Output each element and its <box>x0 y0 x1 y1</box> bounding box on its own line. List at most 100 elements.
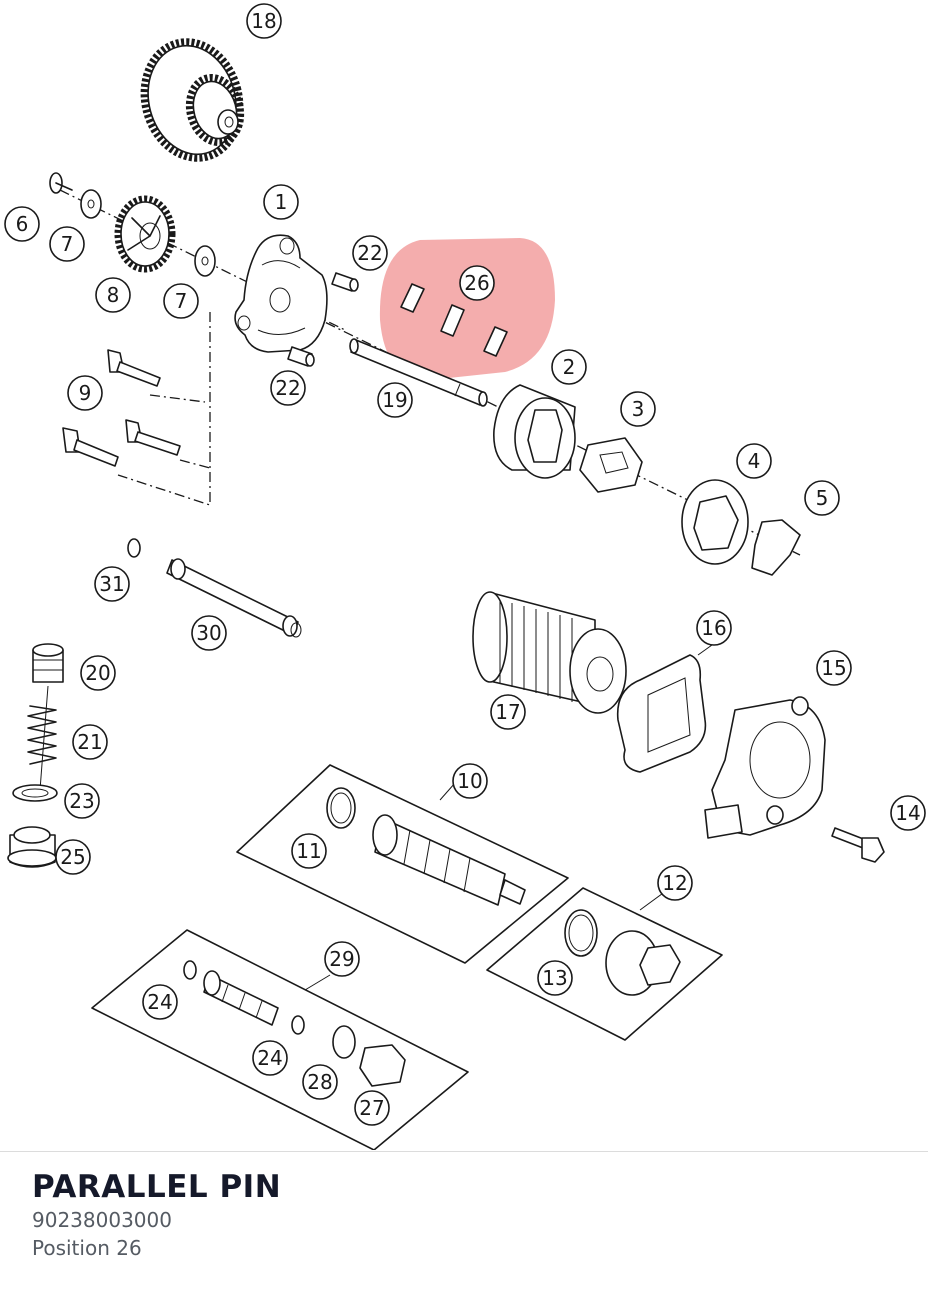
svg-text:7: 7 <box>175 289 188 313</box>
svg-text:16: 16 <box>701 616 726 640</box>
svg-text:22: 22 <box>357 241 382 265</box>
callout-30[interactable]: 30 <box>191 615 227 651</box>
svg-text:12: 12 <box>662 871 687 895</box>
svg-text:5: 5 <box>816 486 829 510</box>
svg-text:17: 17 <box>495 700 520 724</box>
rotor-5 <box>751 519 801 576</box>
sleeve-22-top <box>331 272 359 292</box>
svg-text:25: 25 <box>60 845 85 869</box>
part-number: 90238003000 <box>32 1208 172 1232</box>
shaft-30 <box>166 558 302 638</box>
washer-7-bottom <box>194 245 216 277</box>
svg-text:20: 20 <box>85 661 110 685</box>
svg-text:13: 13 <box>542 966 567 990</box>
svg-text:14: 14 <box>895 801 920 825</box>
svg-text:30: 30 <box>196 621 221 645</box>
screws-9 <box>62 349 181 467</box>
callout-11[interactable]: 11 <box>291 833 327 869</box>
callout-24-left[interactable]: 24 <box>142 984 178 1020</box>
piston-20 <box>32 643 64 683</box>
filter-17 <box>472 591 627 714</box>
svg-text:26: 26 <box>464 271 489 295</box>
plug-25 <box>7 826 57 868</box>
callout-17[interactable]: 17 <box>490 694 526 730</box>
callout-3[interactable]: 3 <box>620 391 656 427</box>
circlip-6 <box>49 172 73 194</box>
part-name: PARALLEL PIN <box>32 1169 282 1205</box>
svg-text:6: 6 <box>16 212 29 236</box>
callout-31[interactable]: 31 <box>94 566 130 602</box>
callout-9[interactable]: 9 <box>67 375 103 411</box>
callout-8[interactable]: 8 <box>95 277 131 313</box>
callout-14[interactable]: 14 <box>890 795 926 831</box>
gear-18 <box>140 38 245 162</box>
callout-18[interactable]: 18 <box>246 3 282 39</box>
svg-text:19: 19 <box>382 388 407 412</box>
svg-text:3: 3 <box>632 397 645 421</box>
bolt-14 <box>831 827 885 863</box>
gasket-16 <box>616 654 707 773</box>
sleeve-22-bottom <box>287 346 315 367</box>
group-box-10 <box>236 764 569 964</box>
svg-text:31: 31 <box>99 572 124 596</box>
svg-text:15: 15 <box>821 656 846 680</box>
callout-15[interactable]: 15 <box>816 650 852 686</box>
svg-text:21: 21 <box>77 730 102 754</box>
callout-29[interactable]: 29 <box>324 941 360 977</box>
svg-text:27: 27 <box>359 1096 384 1120</box>
washer-7-top <box>80 189 102 219</box>
pump-housing-1 <box>234 234 328 353</box>
part-info-panel: PARALLEL PIN 90238003000 Position 26 <box>32 1168 281 1262</box>
callout-16[interactable]: 16 <box>696 610 732 646</box>
rotor-4 <box>681 479 749 565</box>
callout-20[interactable]: 20 <box>80 655 116 691</box>
svg-text:28: 28 <box>307 1070 332 1094</box>
callout-27[interactable]: 27 <box>354 1090 390 1126</box>
cover-15 <box>704 696 826 839</box>
callout-19[interactable]: 19 <box>377 382 413 418</box>
callout-7-top[interactable]: 7 <box>49 226 85 262</box>
callout-21[interactable]: 21 <box>72 724 108 760</box>
callout-25[interactable]: 25 <box>55 839 91 875</box>
svg-text:11: 11 <box>296 839 321 863</box>
svg-text:9: 9 <box>79 381 92 405</box>
shaft-19 <box>349 338 488 407</box>
svg-text:23: 23 <box>69 789 94 813</box>
callout-1[interactable]: 1 <box>263 184 299 220</box>
callout-28[interactable]: 28 <box>302 1064 338 1100</box>
callout-23[interactable]: 23 <box>64 783 100 819</box>
svg-text:24: 24 <box>147 990 172 1014</box>
callout-10[interactable]: 10 <box>452 763 488 799</box>
callout-24-right[interactable]: 24 <box>252 1040 288 1076</box>
svg-text:8: 8 <box>107 283 120 307</box>
svg-text:22: 22 <box>275 376 300 400</box>
callout-26[interactable]: 26 <box>459 265 495 301</box>
callout-22-top[interactable]: 22 <box>352 235 388 271</box>
info-divider <box>0 1151 928 1152</box>
pump-body-2 <box>493 384 576 479</box>
spring-21 <box>27 705 57 765</box>
washer-23 <box>12 784 58 802</box>
callout-13[interactable]: 13 <box>537 960 573 996</box>
svg-text:7: 7 <box>61 232 74 256</box>
svg-text:24: 24 <box>257 1046 282 1070</box>
callout-5[interactable]: 5 <box>804 480 840 516</box>
rotor-3 <box>579 437 643 493</box>
gear-8 <box>114 195 176 273</box>
callout-12[interactable]: 12 <box>657 865 693 901</box>
part-position: Position 26 <box>32 1236 142 1260</box>
group-box-12 <box>486 887 723 1041</box>
callout-7-bottom[interactable]: 7 <box>163 283 199 319</box>
callout-6[interactable]: 6 <box>4 206 40 242</box>
ring-31 <box>127 538 141 558</box>
selected-part-highlight <box>379 238 555 380</box>
svg-text:1: 1 <box>275 190 288 214</box>
group-box-29 <box>91 929 469 1150</box>
callout-22-bottom[interactable]: 22 <box>270 370 306 406</box>
callout-4[interactable]: 4 <box>736 443 772 479</box>
callout-2[interactable]: 2 <box>551 349 587 385</box>
parallel-pins-26 <box>400 283 508 357</box>
exploded-parts-diagram: 18 1 6 7 8 7 22 26 2 22 9 19 3 4 5 31 30… <box>4 3 926 1150</box>
svg-text:10: 10 <box>457 769 482 793</box>
svg-text:2: 2 <box>563 355 576 379</box>
